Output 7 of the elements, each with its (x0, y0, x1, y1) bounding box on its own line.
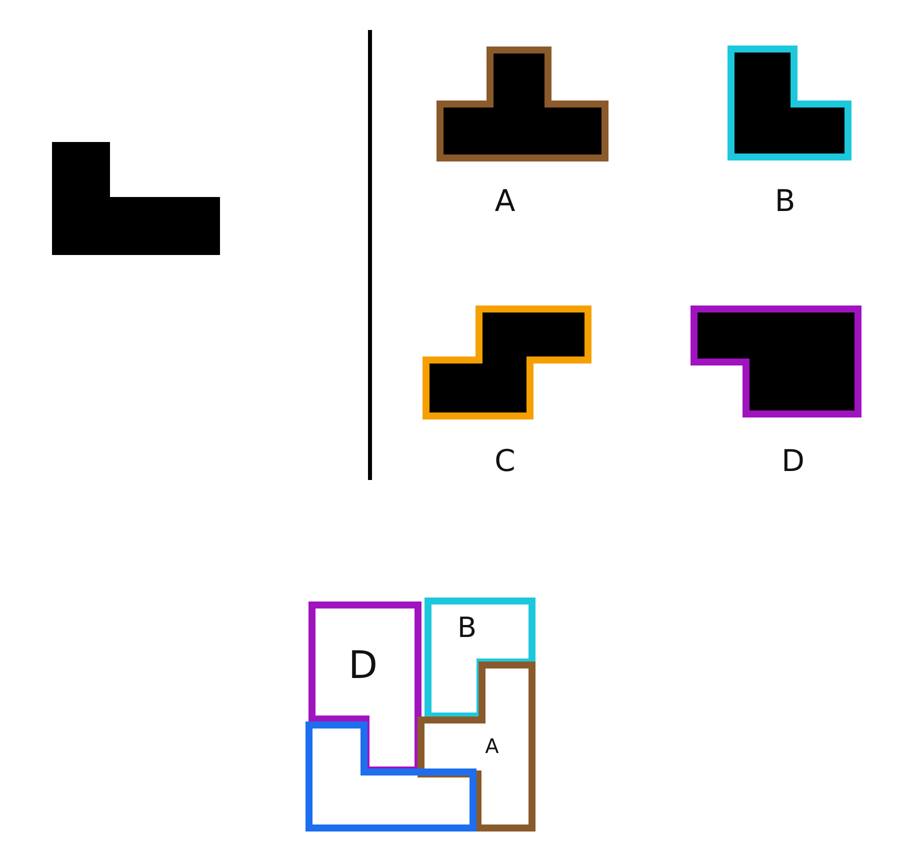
piece-letter: B (457, 614, 477, 642)
option-letter: B (774, 187, 796, 217)
option-letter: C (494, 447, 516, 477)
piece-letter: D (348, 646, 378, 684)
option-letter: A (494, 187, 516, 217)
option-letter: D (781, 447, 805, 477)
piece-letter: A (485, 736, 499, 756)
